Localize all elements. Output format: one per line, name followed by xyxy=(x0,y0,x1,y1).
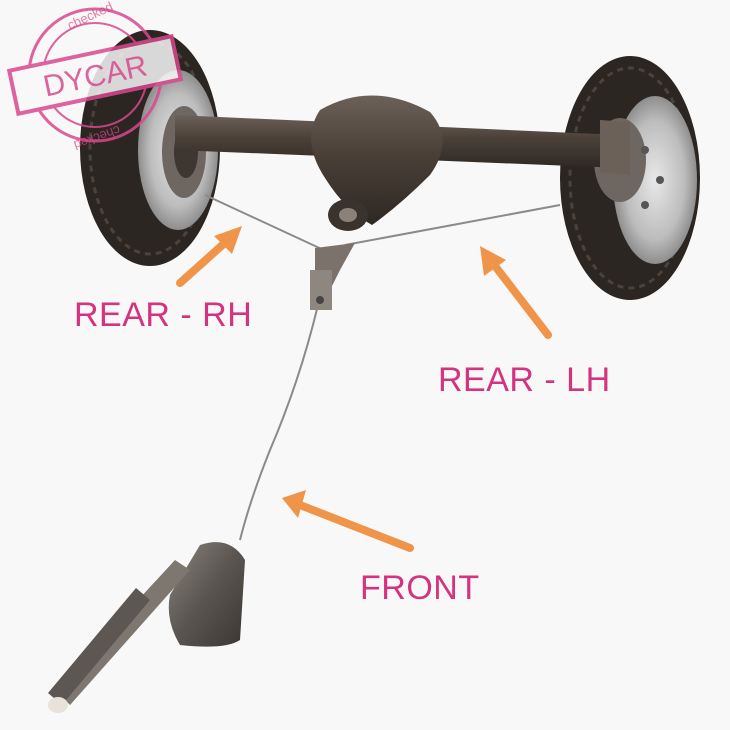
arrow-rh xyxy=(176,226,242,287)
label-rear-lh: REAR - LH xyxy=(438,361,611,399)
cable-equalizer xyxy=(310,243,355,310)
label-rear-rh: REAR - RH xyxy=(74,296,253,334)
rear-lh-wheel xyxy=(560,56,700,300)
handbrake-lever xyxy=(48,542,245,713)
arrow-front xyxy=(282,490,414,552)
arrow-lh xyxy=(480,246,552,339)
dycar-stamp: DYCAR checked checked xyxy=(6,0,184,150)
axle-housing xyxy=(175,95,630,231)
label-front: FRONT xyxy=(360,569,480,607)
svg-text:checked: checked xyxy=(65,0,115,33)
handbrake-cables xyxy=(204,194,561,541)
